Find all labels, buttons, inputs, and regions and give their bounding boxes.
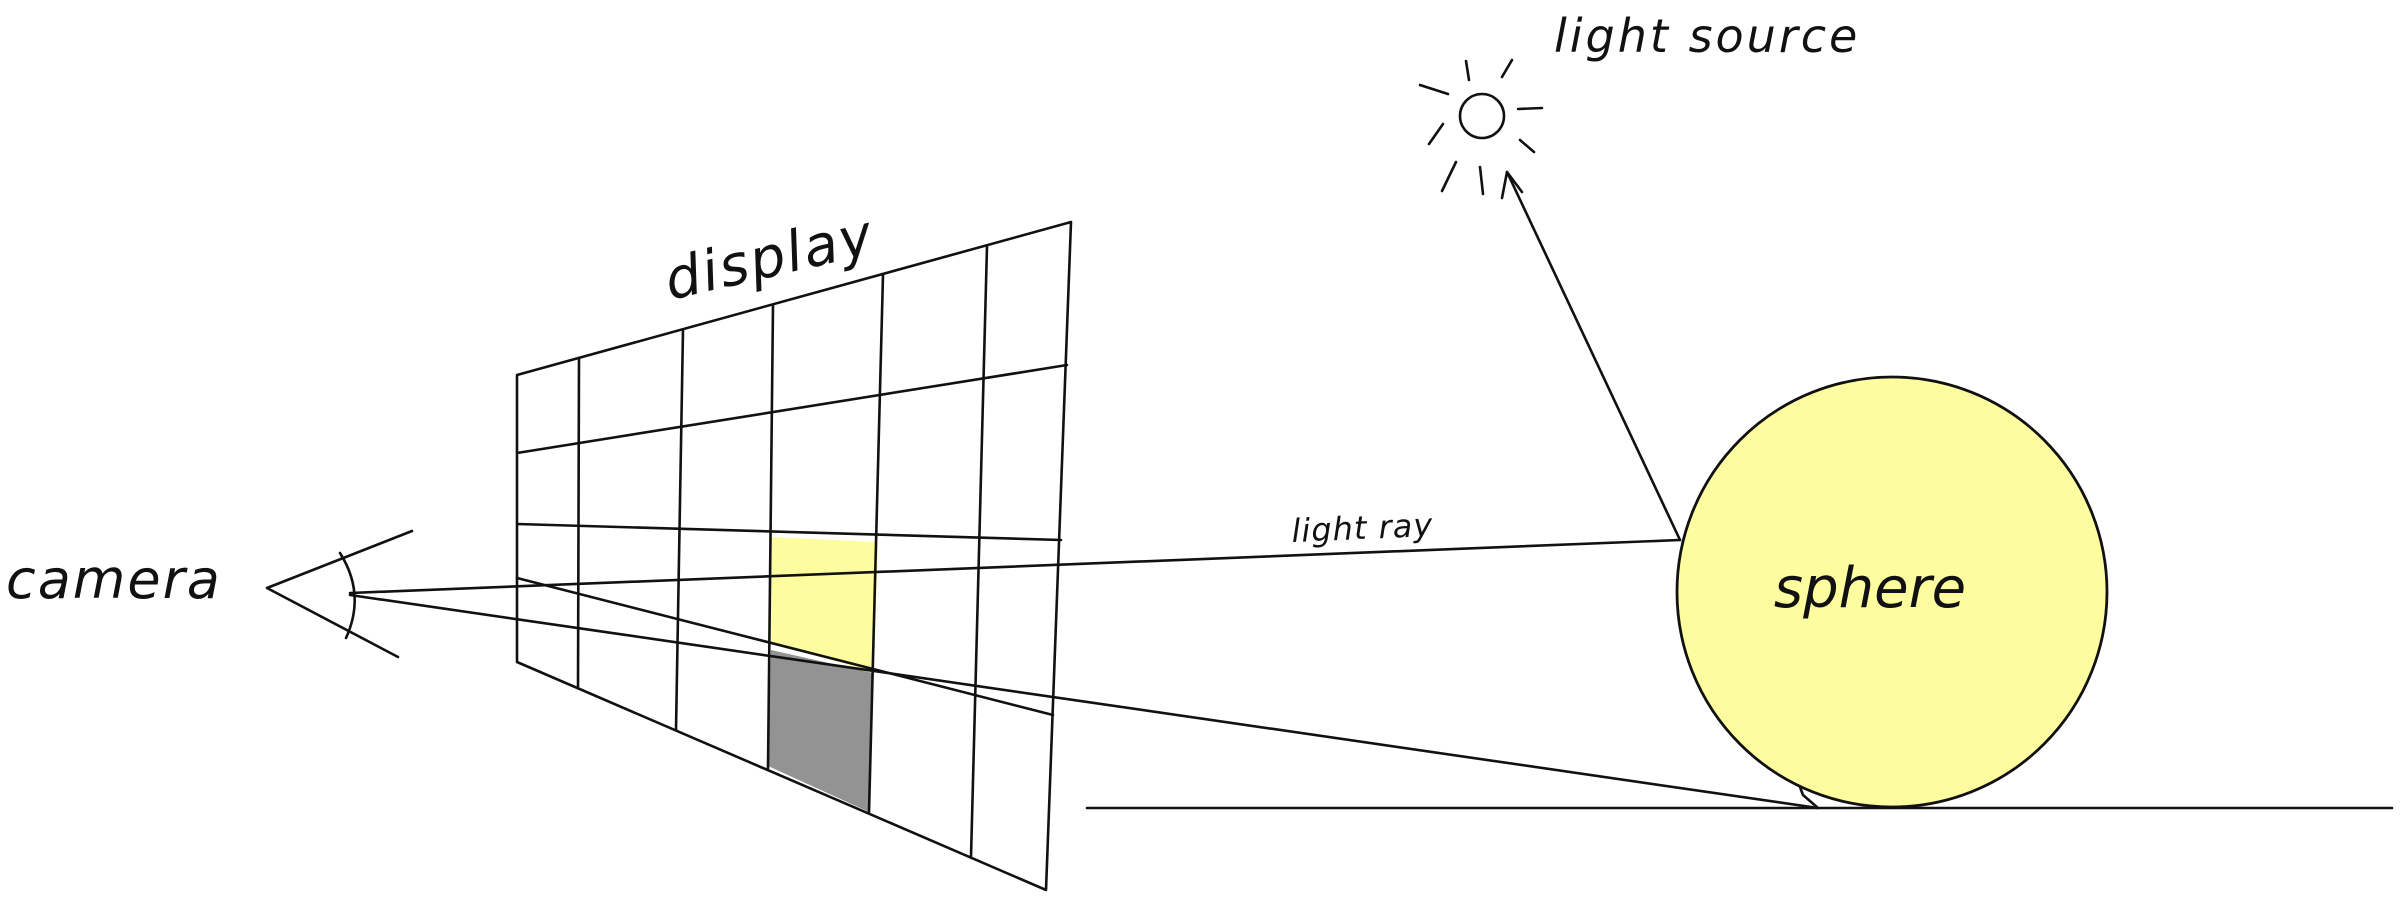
camera-label: camera (6, 548, 222, 611)
display-label: display (659, 202, 881, 313)
light-source-label: light source (1554, 9, 1860, 63)
sphere-label: sphere (1774, 556, 1966, 621)
display-grid (515, 220, 1073, 892)
light-ray-label: light ray (1291, 506, 1434, 550)
light-direction-arrow (1500, 170, 1682, 542)
camera-icon (265, 529, 414, 659)
secondary-ray (348, 593, 1820, 810)
lit-pixel (771, 537, 878, 672)
primary-ray (348, 538, 1682, 595)
sphere (1675, 375, 2109, 809)
shadow-pixel (768, 650, 873, 812)
sun-icon (1418, 58, 1544, 196)
